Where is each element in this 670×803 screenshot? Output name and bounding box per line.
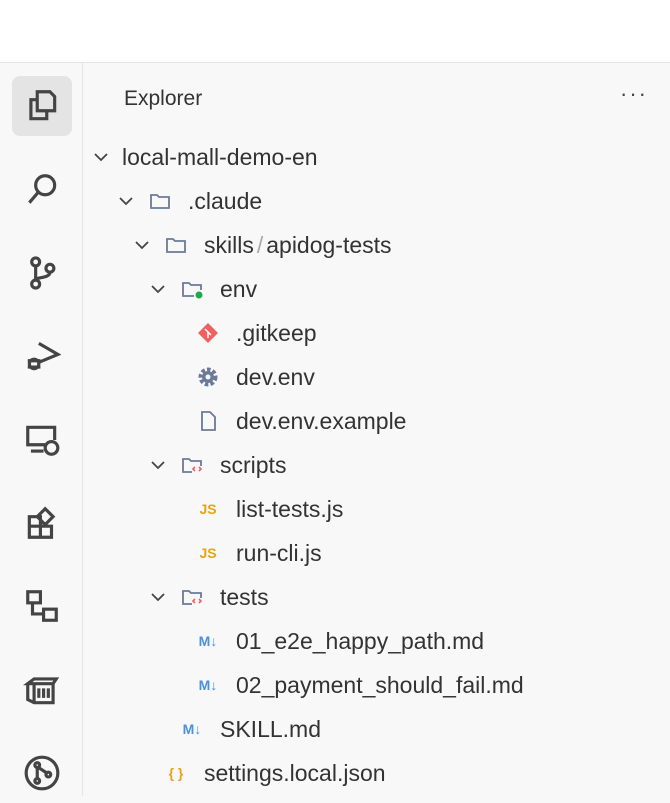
git-icon (195, 320, 221, 346)
tree-file[interactable]: M↓ 02_payment_should_fail.md (84, 663, 670, 707)
item-label: dev.env (236, 363, 315, 390)
tree-file[interactable]: { } settings.local.json (84, 751, 670, 795)
tree-folder[interactable]: skills/apidog-tests (84, 223, 670, 267)
json-icon: { } (168, 765, 184, 781)
tree-file[interactable]: .gitkeep (84, 311, 670, 355)
item-label: scripts (220, 451, 287, 478)
item-label: .gitkeep (236, 319, 317, 346)
chevron-down-icon (92, 148, 122, 166)
item-label-2: apidog-tests (266, 231, 392, 258)
path-separator: / (256, 231, 264, 258)
tree-folder[interactable]: scripts (84, 443, 670, 487)
chevron-down-icon (133, 236, 163, 254)
tree-file[interactable]: JS run-cli.js (84, 531, 670, 575)
js-icon: JS (199, 545, 217, 561)
tree-file[interactable]: M↓ 01_e2e_happy_path.md (84, 619, 670, 663)
item-label: run-cli.js (236, 539, 322, 566)
md-icon: M↓ (198, 633, 218, 649)
folder-icon (179, 276, 205, 302)
item-label: settings.local.json (204, 759, 386, 786)
extensions-icon[interactable] (12, 493, 72, 553)
containers-icon[interactable] (12, 660, 72, 720)
workflow-icon[interactable] (12, 576, 72, 636)
item-label: tests (220, 583, 269, 610)
item-label: .claude (188, 187, 263, 214)
explorer-title: Explorer (124, 87, 203, 110)
chevron-down-icon (149, 456, 179, 474)
more-actions-button[interactable]: ··· (620, 81, 648, 106)
tree-file[interactable]: dev.env.example (84, 399, 670, 443)
tree-folder[interactable]: env (84, 267, 670, 311)
root-folder-label: local-mall-demo-en (122, 143, 318, 170)
item-label: 01_e2e_happy_path.md (236, 627, 485, 654)
git-graph-icon[interactable] (12, 743, 72, 803)
source-control-icon[interactable] (12, 243, 72, 303)
title-bar (0, 0, 670, 63)
tree-file[interactable]: JS list-tests.js (84, 487, 670, 531)
folder-code-icon (179, 452, 205, 478)
js-icon: JS (199, 501, 217, 517)
activity-bar (0, 63, 83, 796)
folder-code-icon (179, 584, 205, 610)
chevron-down-icon (149, 588, 179, 606)
item-label: dev.env.example (236, 407, 407, 434)
md-icon: M↓ (198, 677, 218, 693)
item-label: SKILL.md (220, 715, 321, 742)
item-label: 02_payment_should_fail.md (236, 671, 524, 698)
tree-file[interactable]: dev.env (84, 355, 670, 399)
file-icon (195, 408, 221, 434)
folder-icon (163, 232, 189, 258)
run-debug-icon[interactable] (12, 326, 72, 386)
item-label: list-tests.js (236, 495, 344, 522)
remote-explorer-icon[interactable] (12, 410, 72, 470)
search-icon[interactable] (12, 160, 72, 220)
tree-file[interactable]: M↓ SKILL.md (84, 707, 670, 751)
chevron-down-icon (117, 192, 147, 210)
tree-folder-root[interactable]: local-mall-demo-en (84, 135, 670, 179)
tree-folder[interactable]: tests (84, 575, 670, 619)
chevron-down-icon (149, 280, 179, 298)
md-icon: M↓ (182, 721, 202, 737)
item-label: env (220, 275, 258, 302)
item-label: skills (204, 231, 254, 258)
explorer-panel: Explorer ··· local-mall-demo-en .claude sk… (84, 63, 670, 796)
tree-folder[interactable]: .claude (84, 179, 670, 223)
explorer-icon[interactable] (12, 76, 72, 136)
gear-icon (195, 364, 221, 390)
folder-icon (147, 188, 173, 214)
